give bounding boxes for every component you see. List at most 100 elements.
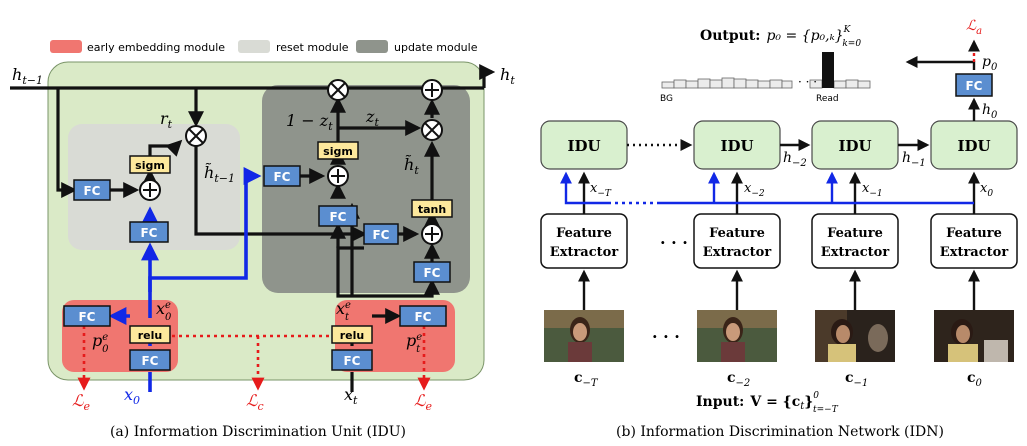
person-face [573, 323, 587, 341]
c-m2-label: c−2 [727, 370, 750, 389]
hist-bar [781, 80, 793, 89]
fc-box-output [955, 73, 993, 97]
tanh-box [411, 199, 453, 218]
feature-dots: · · · [660, 233, 688, 252]
person-body [948, 344, 978, 362]
feature-extractor-label: Feature [827, 226, 883, 241]
hist-bar [661, 81, 675, 89]
frame-m2 [697, 310, 777, 362]
fc-label: FC [965, 79, 982, 93]
fc-label: FC [83, 184, 100, 198]
fc-label: FC [78, 310, 95, 324]
idu-box-label: IDU [720, 137, 753, 155]
feature-extractor-label: Extractor [821, 245, 890, 260]
h-m2-label: h−2 [783, 150, 807, 169]
frame-mT [544, 310, 624, 362]
loss-a-label: ℒa [966, 18, 982, 37]
feature-extractor-label: Extractor [703, 245, 772, 260]
x-0-label: x0 [980, 181, 993, 199]
person-face [836, 325, 850, 343]
person-body [828, 344, 856, 362]
feature-extractor-label: Extractor [550, 245, 619, 260]
fc-label: FC [423, 266, 440, 280]
feature-extractor-label: Feature [946, 226, 1002, 241]
times-icon [188, 128, 204, 144]
h-prev-to-fc-line [56, 88, 78, 198]
sigm-box-reset [129, 155, 171, 174]
legend-update-swatch [356, 40, 388, 53]
fc-box-update-h [263, 165, 301, 187]
xt-label: xt [344, 385, 358, 407]
person-face [956, 325, 970, 343]
feature-extractor-m1 [811, 213, 899, 269]
person-body [568, 342, 592, 362]
legend-reset-label: reset module [276, 41, 349, 54]
idu-box-label: IDU [957, 137, 990, 155]
loss-c-label: ℒc [246, 391, 264, 413]
feature-extractor-label: Extractor [940, 245, 1009, 260]
fc-label: FC [141, 354, 158, 368]
c-0-label: c0 [967, 370, 983, 389]
hist-bar [697, 78, 711, 89]
legend-early-label: early embedding module [87, 41, 225, 54]
legend-early-swatch [50, 40, 82, 53]
fc-to-output-arrow [905, 56, 976, 70]
hist-bar [685, 80, 699, 89]
relu-box-left [129, 325, 171, 344]
h-out-arrow [479, 64, 496, 88]
frame-m1 [815, 310, 895, 362]
hist-bar [673, 79, 687, 89]
fc-box-candidate-h [363, 223, 399, 245]
hist-bar [733, 78, 747, 89]
bg-label: BG [660, 94, 673, 104]
fc-box-reset-x [129, 221, 169, 243]
hist-bar [745, 79, 759, 89]
feature-extractor-m2 [693, 213, 781, 269]
sigm-to-times-line [148, 139, 183, 157]
legend-reset-swatch [238, 40, 270, 53]
x0-to-idu-mT [560, 171, 610, 205]
legend-update-label: update module [394, 41, 478, 54]
x-mT-label: x−T [590, 181, 612, 199]
loss-e-right-label: ℒe [414, 391, 433, 413]
idu-box-label: IDU [838, 137, 871, 155]
z-t-label: zt [365, 107, 379, 129]
frame-0 [934, 310, 1014, 362]
hist-bar [721, 77, 735, 89]
fc-label: FC [343, 354, 360, 368]
hist-bar [757, 80, 771, 89]
relu-label: relu [138, 329, 163, 342]
fc-label: FC [273, 170, 290, 184]
fc-box-early-left-out [63, 305, 111, 327]
loss-e-left-label: ℒe [72, 391, 91, 413]
feature-extractor-0 [930, 213, 1018, 269]
sigm-label: sigm [323, 145, 353, 158]
person-face [726, 323, 740, 341]
times-icon [330, 82, 346, 98]
fc-label: FC [140, 226, 157, 240]
hist-bar [833, 80, 847, 89]
feature-extractor-label: Feature [556, 226, 612, 241]
fc-box-candidate-x [413, 261, 451, 283]
xte-to-fc-tanh [352, 278, 440, 298]
idu-diagram: FC FC sigm FC FC sigm FC FC tanh FC relu… [10, 61, 515, 440]
sigm-box-update [317, 141, 359, 160]
c-m1-label: c−1 [845, 370, 868, 389]
fc-box-early-right-in [331, 349, 373, 371]
one-minus-z-label: 1 − zt [286, 111, 333, 133]
h-tilde-t-label: h̃t [404, 155, 419, 177]
xte-to-reset-fc [336, 246, 364, 298]
feature-extractor-mT [540, 213, 628, 269]
fc-box-early-left-in [129, 349, 171, 371]
plus-icon [425, 83, 439, 97]
hist-bar [709, 79, 723, 89]
frame-dots: · · · [652, 327, 680, 346]
plus-icon [331, 169, 345, 183]
feature-extractor-label: Feature [709, 226, 765, 241]
fc-label: FC [414, 310, 431, 324]
legend: early embedding module reset module upda… [50, 40, 478, 54]
h-out-label: ht [500, 65, 515, 87]
